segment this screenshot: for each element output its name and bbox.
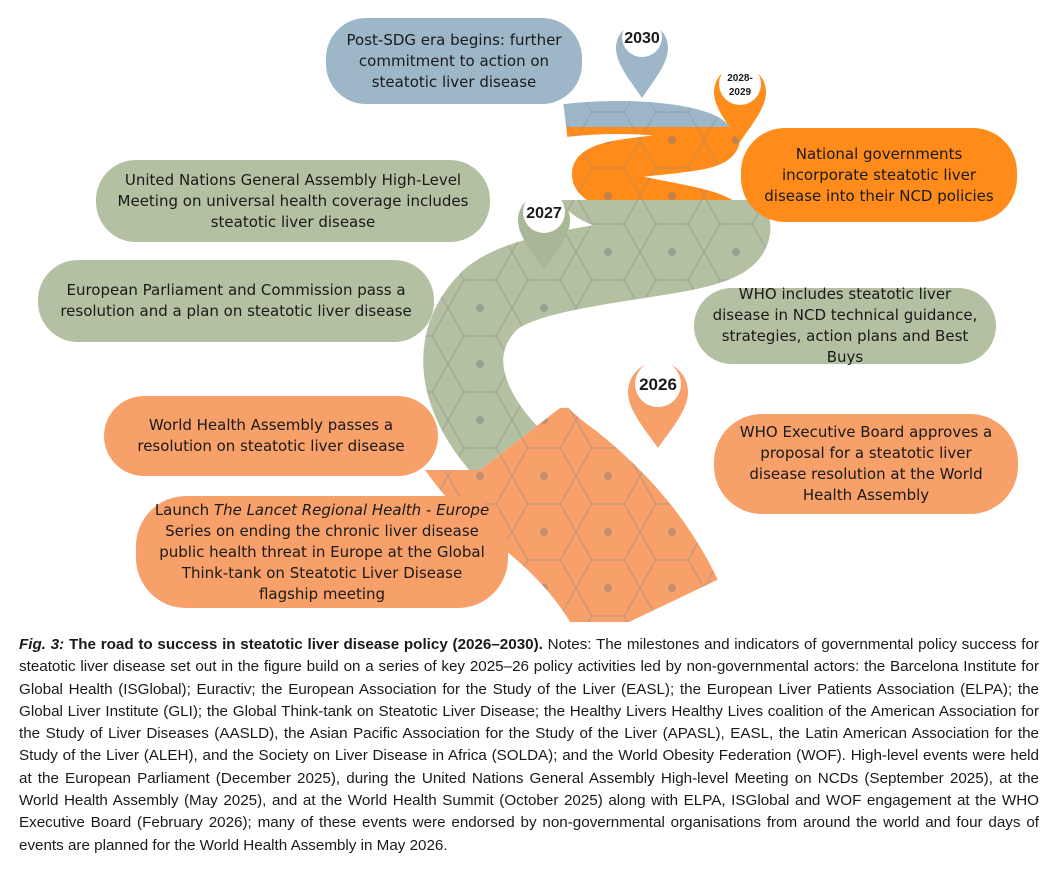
bubble-un-meeting-text: United Nations General Assembly High-Lev… [117,170,469,231]
bubble-lancet-launch: Launch The Lancet Regional Health - Euro… [136,496,508,608]
caption-figure-number: Fig. 3: [19,636,65,653]
road-diagram: 2030 2028- 2029 2027 2026 [388,17,805,622]
bubble-who-ncd: WHO includes steatotic liver disease in … [694,285,996,366]
bubble-world-health-assembly: World Health Assembly passes a resolutio… [104,396,438,476]
bubble-post-sdg: Post-SDG era begins: further commitment … [326,18,582,104]
pin-2026: 2026 [628,361,688,448]
pin-2028-2029: 2028- 2029 [714,63,766,142]
caption-title: The road to success in steatotic liver d… [68,636,543,653]
pin-2028-label: 2028- [727,73,753,84]
bubble-post-sdg-text: Post-SDG era begins: further commitment … [346,30,562,91]
pin-2029-label: 2029 [729,87,752,98]
bubble-national-governments: National governments incorporate steatot… [741,128,1017,222]
pin-2030: 2030 [616,17,668,98]
bubble-un-meeting: United Nations General Assembly High-Lev… [96,160,490,242]
bubble-world-health-assembly-text: World Health Assembly passes a resolutio… [137,416,405,455]
bubble-lancet-launch-text: Launch The Lancet Regional Health - Euro… [154,500,490,605]
pin-2027: 2027 [518,191,570,270]
pin-2026-label: 2026 [639,375,677,394]
bubble-who-executive-board-text: WHO Executive Board approves a proposal … [739,423,993,504]
road-to-success-figure: 2030 2028- 2029 2027 2026 Post-SDG era b… [38,17,1018,622]
winding-road [388,114,805,622]
bubble-european-parliament: European Parliament and Commission pass … [38,260,434,342]
bubble-european-parliament-text: European Parliament and Commission pass … [60,281,412,320]
pin-2030-label: 2030 [624,30,660,47]
bubble-national-governments-text: National governments incorporate steatot… [764,144,994,205]
launch-journal-name: The Lancet Regional Health - Europe [213,500,490,519]
pin-2027-label: 2027 [526,205,562,222]
launch-prefix: Launch [154,500,214,519]
bubble-who-executive-board: WHO Executive Board approves a proposal … [714,414,1018,514]
launch-rest: Series on ending the chronic liver disea… [159,521,485,603]
figure-caption: Fig. 3: The road to success in steatotic… [19,634,1039,857]
caption-body: Notes: The milestones and indicators of … [19,636,1039,854]
bubble-who-ncd-text: WHO includes steatotic liver disease in … [712,285,978,366]
